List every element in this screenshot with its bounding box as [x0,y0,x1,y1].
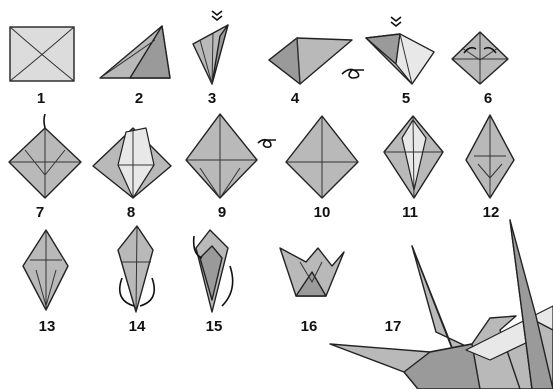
step-3-figure [193,25,228,84]
double-chevron-down-icon [212,11,222,20]
step-17-figure [330,220,553,389]
step-1-figure [10,27,74,81]
step-number: 6 [484,90,492,107]
step-4-figure [269,38,352,84]
step-number: 15 [206,318,223,335]
step-number: 5 [402,90,410,107]
step-5-figure [366,34,434,84]
step-6-figure [452,32,508,84]
step-number: 4 [291,90,300,107]
step-number: 11 [402,204,418,221]
step-number: 2 [135,90,143,107]
step-2-figure [100,26,170,78]
step-number: 3 [208,90,216,107]
turn-over-icon [342,69,364,78]
step-number: 9 [218,204,226,221]
step-11-figure [384,116,443,198]
step-10-figure [286,116,358,198]
step-number: 8 [127,204,135,221]
step-number: 10 [314,204,331,221]
turn-over-icon [258,140,276,147]
step-number: 14 [129,318,146,335]
step-number: 12 [483,204,500,221]
step-13-figure [23,230,68,310]
step-12-figure [466,115,514,198]
double-chevron-down-icon [391,17,401,26]
step-number: 7 [36,204,44,221]
step-number: 1 [37,90,45,107]
step-number: 13 [39,318,56,335]
step-9-figure [186,114,257,198]
step-number: 16 [301,318,318,335]
step-number: 17 [385,318,402,335]
step-14-figure [118,226,154,312]
step-8-figure [93,128,171,198]
step-16-figure [280,248,344,296]
step-15-figure [194,230,233,312]
step-7-figure [9,114,81,198]
